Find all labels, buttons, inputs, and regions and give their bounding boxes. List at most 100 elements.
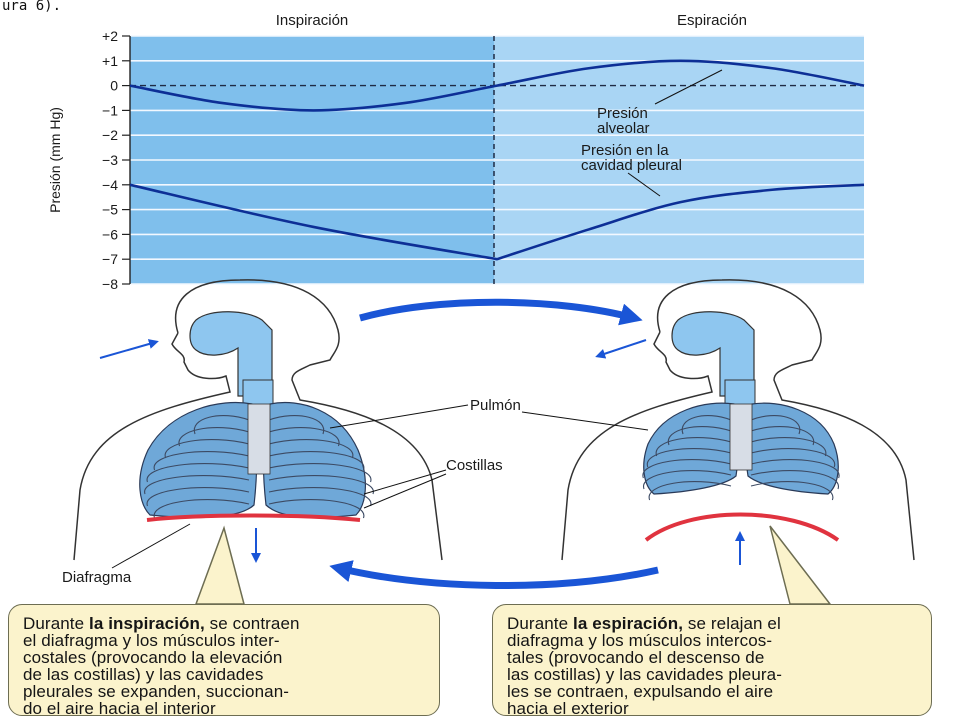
rib bbox=[642, 459, 732, 479]
y-tick-label: −2 bbox=[102, 127, 118, 143]
leader-pleural bbox=[627, 172, 661, 197]
leader-diaphragm bbox=[111, 523, 191, 569]
tb-left-l1a: Durante bbox=[23, 614, 90, 633]
lung-left-r bbox=[262, 401, 366, 519]
rib bbox=[655, 437, 732, 457]
y-tick-label: −4 bbox=[102, 177, 118, 193]
rib bbox=[178, 427, 250, 447]
tb-right-line-4: las costillas) y las cavidades pleura- bbox=[507, 665, 782, 684]
tb-right-line-6: hacia el exterior bbox=[507, 699, 629, 718]
y-tick-label: −6 bbox=[102, 226, 118, 242]
arrow-cycle-bottom bbox=[329, 560, 659, 590]
rib bbox=[750, 470, 839, 490]
rib bbox=[648, 481, 732, 501]
leader-lung-left bbox=[329, 404, 469, 429]
leader-lung-right bbox=[521, 411, 649, 431]
y-tick-label: −8 bbox=[102, 276, 118, 292]
rib bbox=[268, 499, 365, 519]
textbox-expiration: Durante la espiración, se relajan el dia… bbox=[492, 604, 932, 718]
airway-left bbox=[189, 311, 273, 397]
body-outline-left bbox=[73, 279, 443, 561]
rib bbox=[268, 475, 374, 495]
figure-expiration bbox=[561, 279, 915, 565]
arrow-air-in bbox=[99, 339, 159, 359]
tb-right-line-3: tales (provocando el descenso de bbox=[507, 648, 765, 667]
tb-right-line-1: Durante la espiración, se relajan el bbox=[507, 615, 919, 632]
pressure-chart: +2+10−1−2−3−4−5−6−7−8 Inspiración Espira… bbox=[47, 12, 865, 292]
rib bbox=[164, 439, 250, 459]
tb-right-l1a: Durante bbox=[507, 614, 574, 633]
rib bbox=[146, 463, 250, 483]
rib bbox=[643, 470, 732, 490]
ribs-left bbox=[144, 415, 374, 519]
label-pleural-1: Presión en la bbox=[581, 142, 669, 159]
phase-label-inspiration: Inspiración bbox=[276, 12, 349, 29]
rib bbox=[268, 487, 372, 507]
tb-left-line-6: do el aire hacia el interior bbox=[23, 699, 216, 718]
caption-fragment: ura 6). bbox=[2, 0, 61, 14]
curves bbox=[129, 59, 865, 261]
tb-right-l1b: la espiración, bbox=[573, 614, 684, 633]
diaphragm-left bbox=[146, 513, 361, 522]
rib bbox=[750, 481, 834, 501]
label-diaphragm: Diafragma bbox=[62, 569, 132, 586]
leader-ribs-1 bbox=[363, 469, 447, 495]
tb-left-line-5: pleurales se expanden, succionan- bbox=[23, 682, 290, 701]
rib bbox=[144, 475, 250, 495]
rib bbox=[750, 459, 840, 479]
rib bbox=[153, 451, 250, 471]
tb-left-line-3: costales (provocando la elevación bbox=[23, 648, 283, 667]
gridlines bbox=[130, 35, 864, 285]
ribs-right bbox=[642, 415, 840, 501]
tb-left-l1b: la inspiración, bbox=[89, 614, 205, 633]
rib bbox=[153, 499, 250, 519]
rib bbox=[750, 426, 815, 446]
rib bbox=[681, 415, 732, 435]
sternum-left bbox=[247, 403, 271, 475]
tb-left-l1c: se contraen bbox=[204, 614, 300, 633]
sternum-right bbox=[729, 403, 753, 471]
y-tick-label: −7 bbox=[102, 251, 118, 267]
tb-right-line-2: diafragma y los músculos intercos- bbox=[507, 631, 773, 650]
tb-left-line-1: Durante la inspiración, se contraen bbox=[23, 615, 427, 632]
series-alveolar-pressure bbox=[129, 59, 865, 112]
rib bbox=[268, 427, 340, 447]
arrow-air-out bbox=[595, 339, 647, 359]
leader-alveolar bbox=[654, 69, 723, 105]
rib bbox=[750, 415, 801, 435]
callout-pointer-right bbox=[769, 525, 832, 605]
y-axis: +2+10−1−2−3−4−5−6−7−8 bbox=[102, 28, 131, 292]
label-pleural-2: cavidad pleural bbox=[581, 157, 682, 174]
tb-right-l1c: se relajan el bbox=[683, 614, 781, 633]
rib bbox=[750, 437, 827, 457]
y-axis-label: Presión (mm Hg) bbox=[47, 107, 63, 213]
label-ribs: Costillas bbox=[446, 457, 503, 474]
y-tick-label: +2 bbox=[102, 28, 118, 44]
series-pleural-pressure bbox=[129, 183, 865, 261]
rib bbox=[146, 487, 250, 507]
tb-left-line-4: de las costillas) y las cavidades bbox=[23, 665, 264, 684]
y-tick-label: 0 bbox=[110, 78, 118, 94]
label-lung: Pulmón bbox=[470, 397, 521, 414]
rib bbox=[268, 463, 372, 483]
tb-right-line-5: les se contraen, expulsando el aire bbox=[507, 682, 774, 701]
diaphragm-right bbox=[644, 512, 840, 542]
rib bbox=[750, 448, 836, 468]
callout-pointer-left bbox=[194, 525, 245, 605]
lung-left-l bbox=[139, 401, 258, 519]
figure-inspiration bbox=[73, 279, 443, 563]
phase-label-expiration: Espiración bbox=[677, 12, 747, 29]
tb-left-line-2: el diafragma y los músculos inter- bbox=[23, 631, 280, 650]
y-tick-label: +1 bbox=[102, 53, 118, 69]
airway-right bbox=[671, 311, 755, 397]
arrow-cycle-top bbox=[359, 298, 643, 326]
label-alveolar-1: Presión bbox=[597, 105, 648, 122]
y-tick-label: −3 bbox=[102, 152, 118, 168]
rib bbox=[646, 448, 732, 468]
label-alveolar-2: alveolar bbox=[597, 120, 650, 137]
rib bbox=[667, 426, 732, 446]
body-outline-right bbox=[561, 279, 915, 561]
y-tick-label: −5 bbox=[102, 202, 118, 218]
rib bbox=[268, 451, 365, 471]
